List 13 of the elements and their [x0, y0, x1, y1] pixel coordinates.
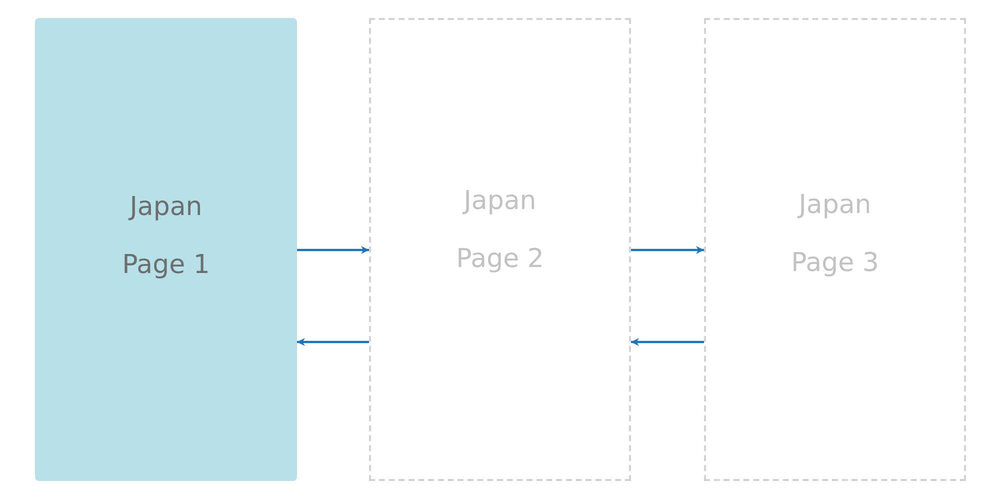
page-label: Japan	[464, 184, 536, 218]
page-box	[369, 18, 631, 481]
page-box	[704, 18, 966, 481]
arrow	[631, 246, 704, 254]
page-label: Page 1	[122, 248, 210, 282]
page-box	[35, 18, 297, 481]
page-label: Page 2	[456, 242, 544, 276]
arrow	[297, 338, 369, 346]
page-label: Page 3	[791, 246, 879, 280]
page-label: Japan	[130, 190, 202, 224]
arrow	[631, 338, 704, 346]
page-label: Japan	[798, 188, 872, 222]
arrow	[297, 246, 369, 254]
